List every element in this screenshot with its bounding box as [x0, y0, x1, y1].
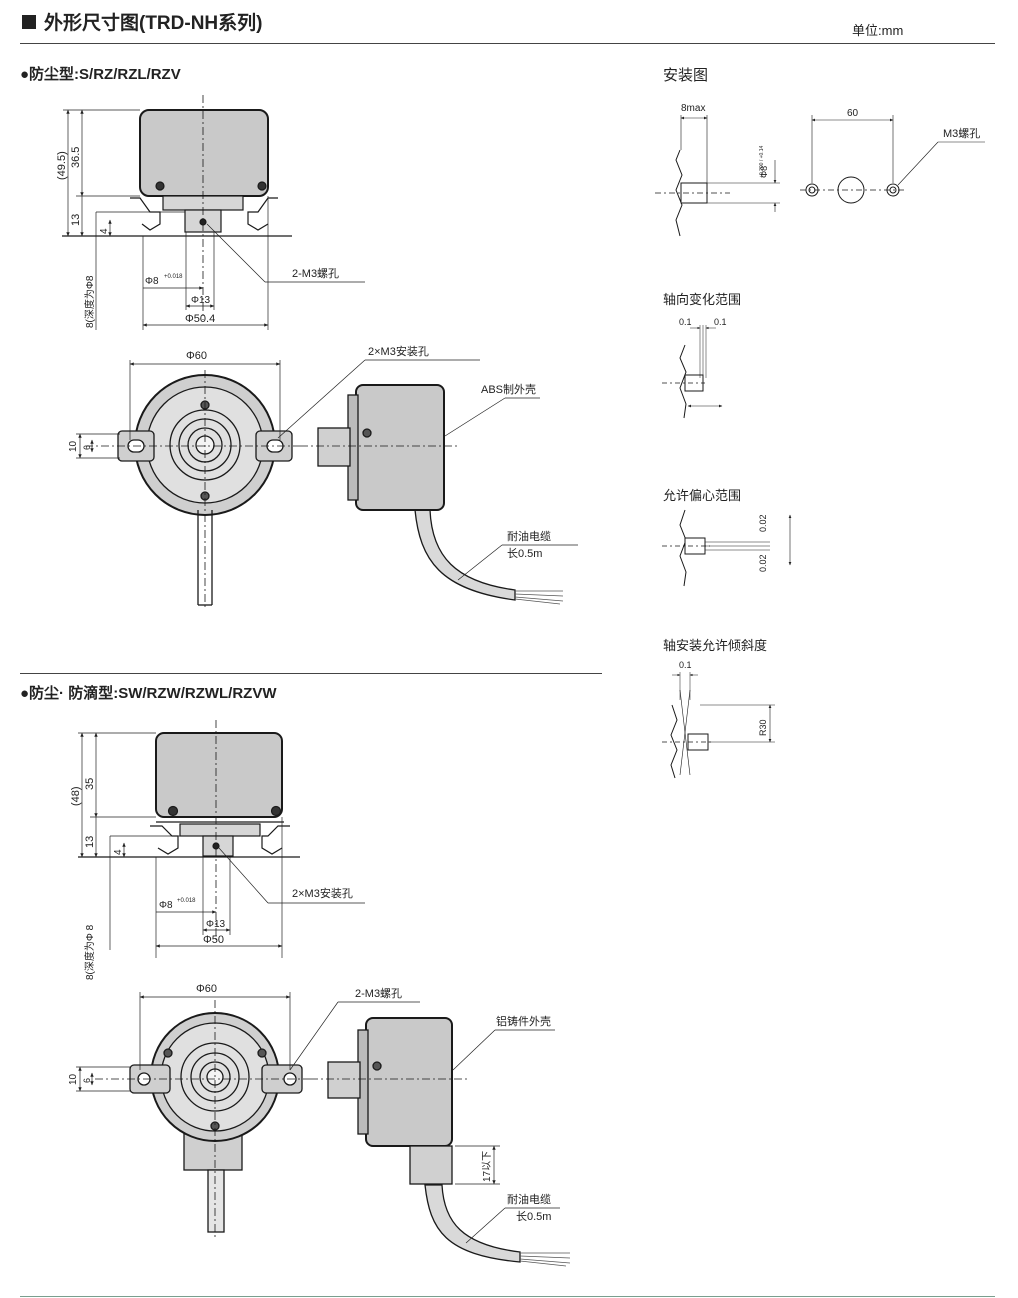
section2-title: ●防尘· 防滴型:SW/RZW/RZWL/RZVW: [20, 685, 277, 702]
axial-title: 轴向变化范围: [663, 292, 742, 307]
s2-dimension-lines: [78, 732, 365, 958]
install-phi8: Φ8: [759, 166, 769, 178]
s1-dim-phi13: Φ13: [191, 295, 211, 306]
s1-front-d10: 10: [68, 440, 79, 452]
s2-dim-phi50: Φ50: [203, 934, 224, 946]
s2-cable-leaders: [452, 1029, 560, 1244]
header-square-icon: [22, 15, 36, 29]
s1-front-phi60: Φ60: [186, 350, 207, 362]
section1-title: ●防尘型:S/RZ/RZL/RZV: [20, 66, 181, 83]
s1-dimension-lines: [63, 109, 365, 330]
s2-dim-phi13: Φ13: [206, 919, 226, 930]
s2-cable-label: 耐油电缆: [507, 1192, 551, 1206]
s1-dim-flange: 13: [70, 214, 82, 226]
footer-rule: [20, 1296, 995, 1297]
header-rule: [20, 43, 995, 44]
axial-a: 0.1: [679, 317, 692, 327]
s2-cable-length: 长0.5m: [516, 1210, 551, 1223]
page-title: 外形尺寸图(TRD-NH系列): [44, 13, 263, 34]
s1-wire-ends: [514, 590, 564, 605]
install-diagram: [655, 115, 985, 237]
s1-front-dims: [76, 359, 480, 459]
s2-shell-label: 铝铸件外壳: [496, 1014, 551, 1028]
s1-dim-phi8-tol: +0.018: [164, 274, 183, 280]
s1-dim-total: (49.5): [56, 151, 68, 180]
s1-cable-view: [300, 384, 564, 605]
s1-cable-leaders: [444, 397, 578, 581]
install-tol: +0.200 / +0.14: [759, 146, 765, 178]
s2-dim-flange: 13: [84, 836, 96, 848]
install-m3-label: M3螺孔: [943, 127, 980, 140]
eccentric-a: 0.02: [758, 514, 768, 532]
tilt-diagram: [662, 672, 775, 779]
axial-diagram: [662, 325, 723, 419]
s2-front-view: [95, 1000, 310, 1240]
axial-b: 0.1: [714, 317, 727, 327]
tilt-a: 0.1: [679, 660, 692, 670]
s2-dim-phi8-tol: +0.018: [177, 898, 196, 904]
s1-dim-depth: 8(深度为Φ8: [83, 275, 96, 328]
s1-side-view: [62, 95, 292, 320]
s2-screw-label: 2-M3螺孔: [355, 987, 402, 1000]
install-title: 安装图: [663, 67, 709, 84]
s1-shell-label: ABS制外壳: [481, 382, 536, 396]
s1-cable-length: 长0.5m: [507, 547, 542, 560]
s2-front-dims: [76, 992, 420, 1092]
s1-front-view: [85, 370, 300, 610]
s1-screw-label: 2-M3螺孔: [292, 267, 339, 280]
s1-mount-hole-label: 2×M3安装孔: [368, 344, 429, 358]
install-8max: 8max: [681, 103, 705, 114]
s1-cable-label: 耐油电缆: [507, 529, 551, 543]
s2-mount-hole-label: 2×M3安装孔: [292, 886, 353, 900]
s1-dim-phi504: Φ50.4: [185, 313, 215, 325]
eccentric-title: 允许偏心范围: [663, 488, 742, 503]
s2-dim-4: 4: [113, 849, 124, 855]
s1-dim-4: 4: [99, 228, 110, 234]
s2-dim-depth: 8(深度为Φ 8: [83, 924, 96, 980]
s2-dim-phi8: Φ8: [159, 900, 173, 911]
s2-front-phi60: Φ60: [196, 983, 217, 995]
install-60: 60: [847, 108, 859, 119]
s2-front-d10: 10: [68, 1073, 79, 1085]
unit-label: 单位:mm: [852, 23, 904, 38]
s1-front-d6: 6: [82, 445, 92, 450]
s2-wire-ends: [519, 1252, 571, 1267]
s1-dim-body: 36.5: [70, 147, 82, 168]
eccentric-diagram: [662, 509, 792, 587]
eccentric-b: 0.02: [758, 554, 768, 572]
s2-h17-label: 17以下: [482, 1151, 493, 1182]
s1-dim-phi8: Φ8: [145, 276, 159, 287]
tilt-title: 轴安装允许倾斜度: [663, 638, 768, 653]
section-divider: [20, 673, 602, 674]
tilt-r: R30: [758, 719, 768, 736]
s2-cable-view: [310, 1017, 571, 1267]
s2-front-d6: 6: [82, 1078, 92, 1083]
s2-dim-body: 35: [84, 778, 96, 790]
s2-dim-total: (48): [70, 786, 82, 806]
s2-side-view: [78, 720, 300, 940]
